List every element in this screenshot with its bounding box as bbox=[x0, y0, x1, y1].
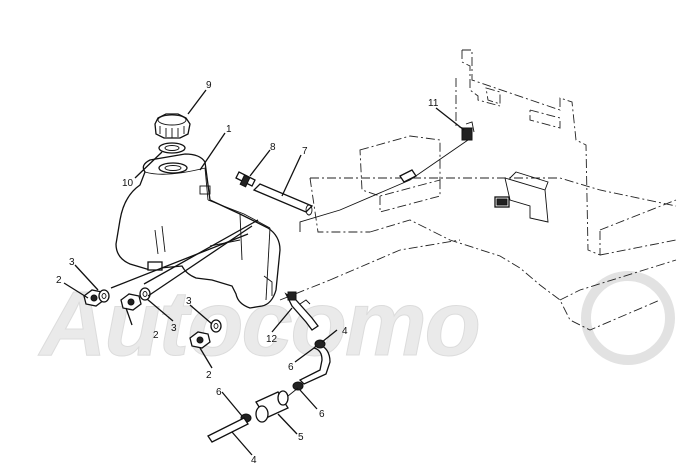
watermark-wheel-icon bbox=[581, 271, 675, 365]
callout-2b: 2 bbox=[153, 330, 159, 341]
callout-6a: 6 bbox=[288, 362, 294, 373]
callout-6c: 6 bbox=[319, 409, 325, 420]
fuel-hose-lower bbox=[207, 417, 249, 443]
callout-2c: 2 bbox=[206, 370, 212, 381]
callout-7: 7 bbox=[302, 146, 308, 157]
fitting-11 bbox=[461, 127, 473, 141]
callout-4b: 4 bbox=[251, 455, 257, 466]
fuel-tank bbox=[115, 153, 281, 309]
callout-8: 8 bbox=[270, 142, 276, 153]
watermark: Autocomo bbox=[38, 271, 675, 376]
fuel-hose-upper bbox=[298, 343, 331, 385]
vent-fitting bbox=[235, 171, 256, 188]
leader-lines bbox=[63, 89, 465, 456]
washer-3a bbox=[98, 289, 110, 303]
callout-3b: 3 bbox=[171, 323, 177, 334]
callout-4a: 4 bbox=[342, 326, 348, 337]
callout-10: 10 bbox=[122, 178, 134, 189]
vent-tube bbox=[252, 183, 314, 216]
callout-9: 9 bbox=[206, 80, 212, 91]
clamp-right bbox=[292, 381, 304, 391]
mount-bracket bbox=[494, 171, 549, 223]
mounting-hardware bbox=[83, 287, 222, 349]
callout-1: 1 bbox=[226, 124, 232, 135]
callout-6b: 6 bbox=[216, 387, 222, 398]
callout-3c: 3 bbox=[186, 296, 192, 307]
callout-3a: 3 bbox=[69, 257, 75, 268]
callout-labels: 9 1 10 8 7 11 3 2 2 3 3 2 12 4 6 6 6 5 4 bbox=[56, 80, 439, 466]
tank-filler-neck bbox=[158, 162, 188, 174]
fuel-line-assembly bbox=[207, 339, 331, 443]
callout-2a: 2 bbox=[56, 275, 62, 286]
callout-12: 12 bbox=[266, 334, 278, 345]
callout-5: 5 bbox=[298, 432, 304, 443]
cap-gasket bbox=[158, 142, 186, 154]
fuel-petcock bbox=[284, 291, 319, 331]
fuel-cap bbox=[154, 113, 191, 139]
washer-3b bbox=[139, 287, 151, 301]
frame-fuel-line bbox=[299, 121, 475, 232]
callout-11: 11 bbox=[428, 98, 439, 109]
washer-3c bbox=[210, 319, 222, 333]
